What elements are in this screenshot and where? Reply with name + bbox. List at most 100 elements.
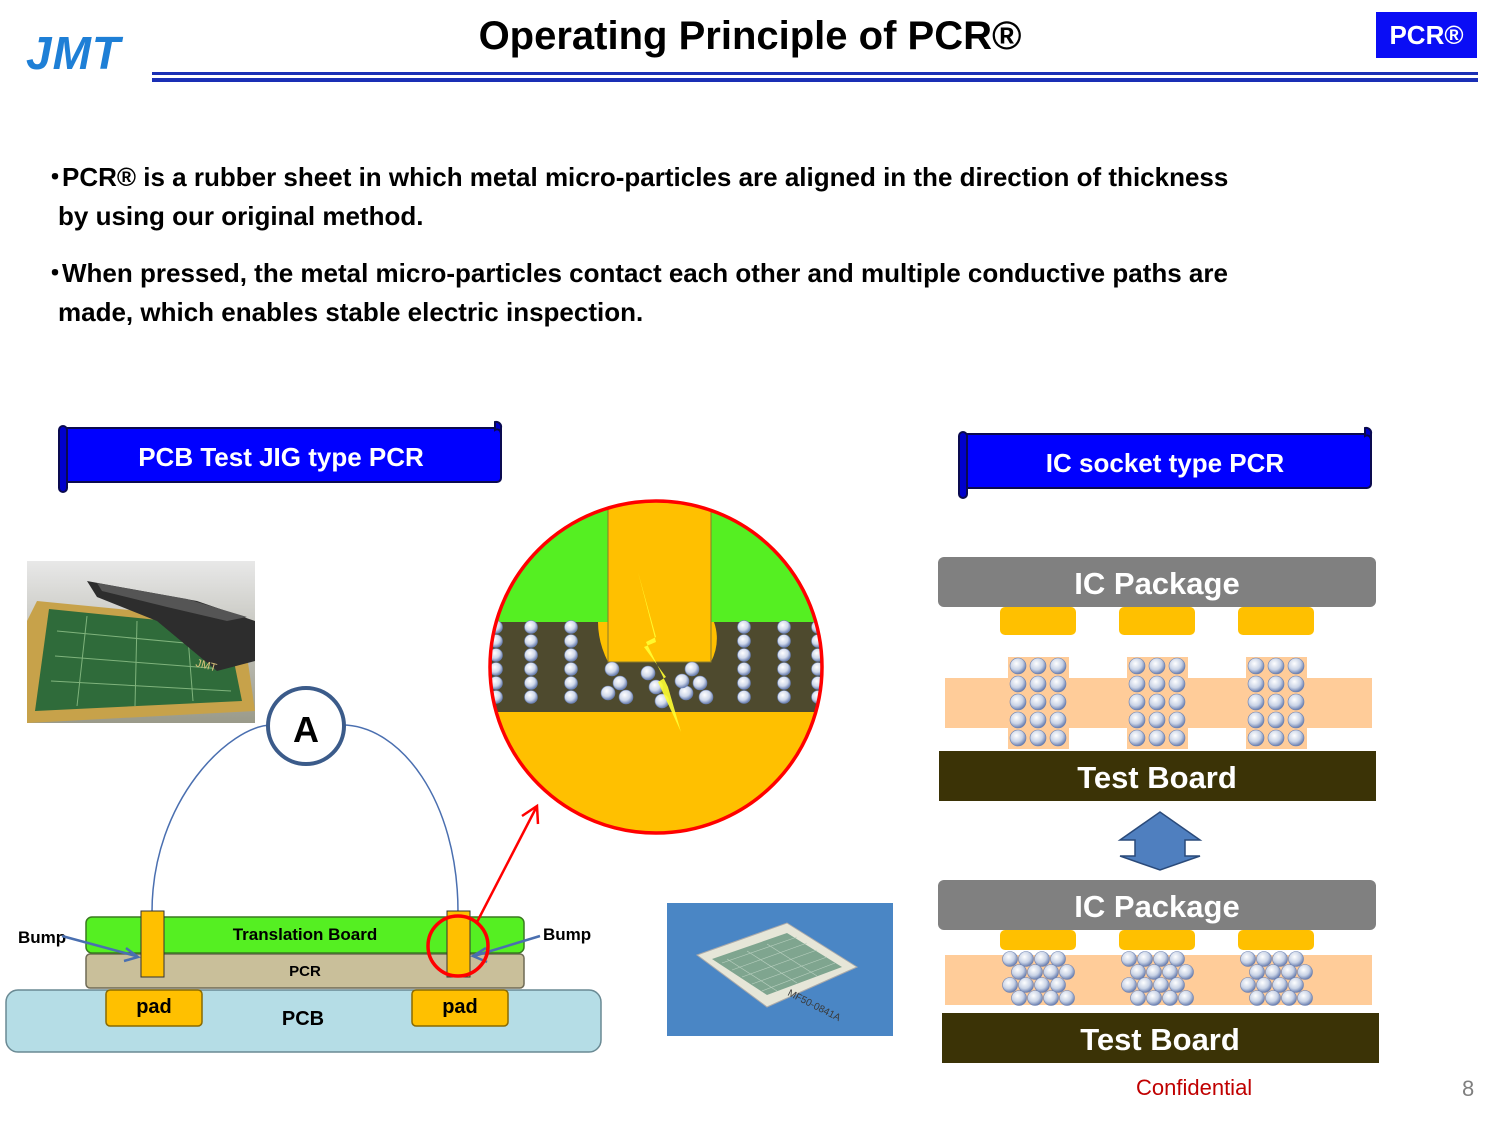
particle [1002, 977, 1018, 993]
particle [1011, 964, 1027, 980]
particle [692, 675, 708, 691]
particle [1148, 729, 1166, 747]
particle [777, 620, 791, 634]
particle [490, 662, 503, 676]
bump-right-label: Bump [543, 925, 591, 944]
highlight-circle [426, 914, 490, 978]
pad-right [411, 989, 509, 1027]
banner-pcb-test-jig-label: PCB Test JIG type PCR [138, 442, 424, 472]
particle [1130, 964, 1146, 980]
particle [1178, 964, 1194, 980]
particle [1288, 977, 1304, 993]
pcr-layer [85, 953, 525, 989]
particle [1168, 657, 1186, 675]
particle [600, 685, 616, 701]
particle [1265, 964, 1281, 980]
bullet-2: ・When pressed, the metal micro-particles… [42, 254, 1228, 332]
particle [1267, 693, 1285, 711]
particle [737, 662, 751, 676]
particle [684, 661, 700, 677]
particle [1281, 964, 1297, 980]
particle [1247, 675, 1265, 693]
title-rule [152, 78, 1478, 82]
title-rule [152, 72, 1478, 75]
particle [777, 662, 791, 676]
particle [1050, 977, 1066, 993]
particle [1267, 711, 1285, 729]
particle [1249, 964, 1265, 980]
bullet-1-line1: PCR® is a rubber sheet in which metal mi… [62, 162, 1229, 192]
particle [1162, 990, 1178, 1006]
particle [737, 648, 751, 662]
pcb-label: PCB [282, 1008, 324, 1030]
particle [564, 690, 578, 704]
particle [1288, 951, 1304, 967]
particle [524, 634, 538, 648]
banner-ic-socket-label: IC socket type PCR [1046, 448, 1285, 478]
particle [640, 665, 656, 681]
particle [1128, 711, 1146, 729]
lightning-icon [638, 572, 681, 732]
particle [564, 634, 578, 648]
bump-right [446, 910, 471, 978]
translation-board-label: Translation Board [233, 925, 378, 944]
particle [524, 648, 538, 662]
particle [698, 689, 714, 705]
particle [1247, 693, 1265, 711]
particle-icon [490, 620, 822, 709]
pcr-chip-photo: MF50-0841A [667, 903, 893, 1036]
bump-left-label: Bump [18, 928, 66, 947]
test-board-top [939, 751, 1376, 801]
particle [1247, 711, 1265, 729]
particle [777, 648, 791, 662]
ic-package-bottom-label: IC Package [1074, 889, 1239, 924]
particle [1169, 951, 1185, 967]
bump-left [140, 910, 165, 978]
particle [1168, 711, 1186, 729]
bullet-marker: ・ [42, 258, 69, 288]
particle [1247, 729, 1265, 747]
bullet-2-line1: When pressed, the metal micro-particles … [62, 258, 1228, 288]
zoom-arrow [474, 807, 538, 925]
ic-package-bottom [938, 880, 1376, 930]
particle [1128, 729, 1146, 747]
particle [490, 648, 503, 662]
particle [1128, 657, 1146, 675]
particle [1029, 675, 1047, 693]
test-board-bottom [942, 1013, 1379, 1063]
particle [1256, 951, 1272, 967]
particle [524, 620, 538, 634]
particle [1287, 729, 1305, 747]
particle [1130, 990, 1146, 1006]
particle [1146, 964, 1162, 980]
particle [1009, 693, 1027, 711]
particle [524, 690, 538, 704]
particle [1256, 977, 1272, 993]
particle [674, 673, 690, 689]
ic-socket-diagram: IC Package Test Board IC Package Test Bo… [938, 557, 1379, 1063]
particle-columns-top [1009, 657, 1305, 747]
particle [612, 675, 628, 691]
pad-right-label: pad [442, 996, 478, 1018]
particle [1018, 951, 1034, 967]
particle [1178, 990, 1194, 1006]
particle [1018, 977, 1034, 993]
particle [1049, 711, 1067, 729]
particle [1267, 729, 1285, 747]
ic-package-top-label: IC Package [1074, 566, 1239, 601]
particle [1043, 964, 1059, 980]
callout-a-label: A [293, 709, 319, 750]
particle [1049, 729, 1067, 747]
particle [1128, 675, 1146, 693]
particle [1148, 711, 1166, 729]
particle [1240, 951, 1256, 967]
particle [1043, 990, 1059, 1006]
particle [1009, 657, 1027, 675]
particle [1287, 657, 1305, 675]
particle [1009, 729, 1027, 747]
particle [1297, 990, 1313, 1006]
particle [564, 620, 578, 634]
particle [1137, 951, 1153, 967]
sheet-photo-mark: JMT [194, 657, 218, 674]
pcr-badge: PCR® [1376, 12, 1477, 58]
